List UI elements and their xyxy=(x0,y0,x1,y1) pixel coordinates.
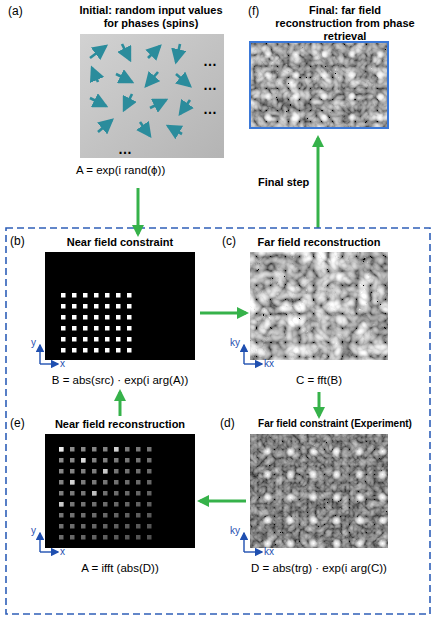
experiment-panel: (d)Far field constraint (Experiment)D = … xyxy=(246,416,392,586)
spin-arrow xyxy=(92,68,98,82)
ellipsis-mark: … xyxy=(203,54,217,69)
experiment-image xyxy=(250,434,388,548)
initial-panel: (a)Initial: random input values for phas… xyxy=(76,2,226,188)
spin-field xyxy=(80,34,224,158)
formula-text: A = ifft (abs(D)) xyxy=(30,562,210,576)
axis-arrow xyxy=(40,363,58,364)
spin-arrow xyxy=(176,44,180,62)
panel-letter: (d) xyxy=(220,416,244,430)
spin-arrow xyxy=(180,100,190,114)
panel-title: Final: far field reconstruction from pha… xyxy=(270,4,420,44)
spin-arrow xyxy=(150,100,166,108)
axis-arrow xyxy=(243,533,244,552)
loop-frame xyxy=(6,228,430,614)
near-field-recon-image xyxy=(45,434,195,548)
panel-letter: (a) xyxy=(8,4,34,18)
panel-title: Near field reconstruction xyxy=(35,418,205,431)
step-label: Final step xyxy=(258,176,309,188)
flow-arrow xyxy=(200,312,246,315)
intensity-fade xyxy=(45,434,195,548)
axis-label: kx xyxy=(264,546,274,557)
ellipsis-mark: … xyxy=(203,102,217,117)
spin-arrow xyxy=(90,46,106,58)
panel-letter: (e) xyxy=(10,416,38,430)
formula-text: D = abs(trg) · exp(i arg(C)) xyxy=(226,562,412,576)
image-frame xyxy=(250,42,388,128)
speckle-texture xyxy=(250,42,388,128)
bright-spots xyxy=(250,42,388,128)
flow-arrow xyxy=(200,500,246,503)
speckle-texture xyxy=(250,434,388,548)
spin-arrow xyxy=(124,94,132,110)
axis-label: ky xyxy=(230,525,240,536)
spin-arrow xyxy=(168,126,182,134)
axis-arrow xyxy=(243,345,244,364)
spin-arrows xyxy=(90,44,190,136)
panel-letter: (b) xyxy=(10,234,38,248)
final-step-arrow xyxy=(317,138,320,228)
image-base xyxy=(250,252,388,360)
final-image xyxy=(250,42,388,128)
axis-label: y xyxy=(31,525,36,536)
formula-text: A = exp(i rand(ϕ)) xyxy=(76,164,246,178)
speckle-texture xyxy=(250,252,388,360)
formula-text: C = fft(B) xyxy=(236,374,402,388)
spin-arrow xyxy=(116,74,132,82)
flow-arrow xyxy=(137,188,140,234)
panel-letter: (f) xyxy=(248,4,272,18)
axis-arrow xyxy=(39,345,40,364)
image-base xyxy=(45,434,195,548)
panel-title: Initial: random input values for phases … xyxy=(74,4,228,30)
spin-arrow xyxy=(122,44,130,60)
axis-label: x xyxy=(60,358,65,369)
image-base xyxy=(45,252,195,360)
axis-arrow xyxy=(40,551,58,552)
ellipsis-mark: … xyxy=(203,78,217,93)
panel-title: Far field reconstruction xyxy=(238,236,400,249)
axis-label: y xyxy=(31,337,36,348)
flow-arrow xyxy=(119,392,122,416)
bright-spots xyxy=(250,434,388,548)
ellipsis-mark: … xyxy=(118,142,132,157)
spin-arrow xyxy=(176,74,190,86)
image-base xyxy=(250,434,388,548)
near-field-image xyxy=(45,252,195,360)
axis-arrow xyxy=(244,363,262,364)
source-dots xyxy=(58,290,135,356)
axis-arrow xyxy=(244,551,262,552)
formula-text: B = abs(src) · exp(i arg(A)) xyxy=(25,374,215,388)
spin-arrow xyxy=(140,122,150,136)
near-recon-panel: (e)Near field reconstructionA = ifft (ab… xyxy=(40,416,200,586)
final-panel: (f)Final: far field reconstruction from … xyxy=(246,2,392,132)
panel-letter: (c) xyxy=(222,234,246,248)
axis-arrow xyxy=(39,533,40,552)
spin-arrow xyxy=(98,120,112,132)
axis-label: x xyxy=(60,546,65,557)
spin-background xyxy=(80,34,224,158)
panel-title: Near field constraint xyxy=(40,236,200,249)
axis-label: kx xyxy=(264,358,274,369)
spin-arrow xyxy=(148,46,160,58)
image-base xyxy=(250,42,388,128)
far-field-image xyxy=(250,252,388,360)
spin-arrow xyxy=(146,72,158,86)
axis-label: ky xyxy=(230,337,240,348)
panel-title: Far field constraint (Experiment) xyxy=(242,418,428,430)
spin-arrow xyxy=(90,98,106,106)
flow-arrow xyxy=(318,392,321,416)
